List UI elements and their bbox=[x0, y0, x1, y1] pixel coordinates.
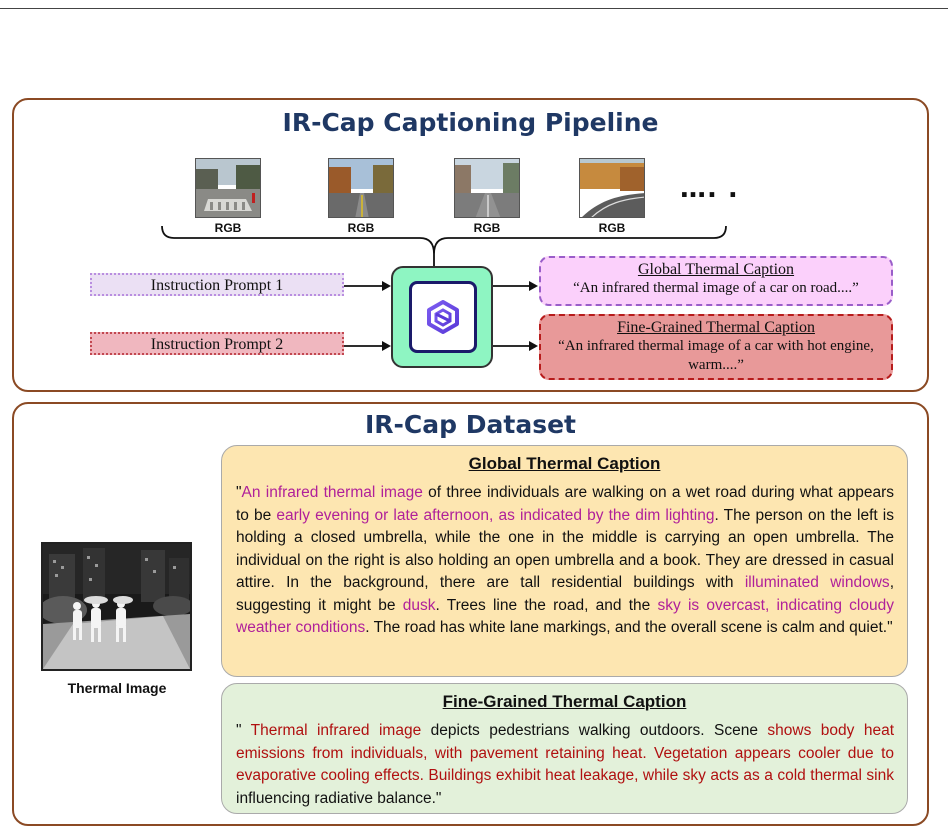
fine-caption-output-text: “An infrared thermal image of a car with… bbox=[558, 338, 874, 373]
caption-highlight: illuminated windows bbox=[744, 574, 890, 591]
caption-text-segment: , suggesting it might be bbox=[236, 574, 894, 614]
vlm-model-box bbox=[391, 266, 493, 368]
brace-to-model-line bbox=[433, 254, 435, 268]
fine-caption-output-title: Fine-Grained Thermal Caption bbox=[617, 319, 815, 336]
instruction-prompt-1: Instruction Prompt 1 bbox=[90, 273, 344, 296]
caption-text-segment: depicts pedestrians walking outdoors. Sc… bbox=[421, 722, 768, 739]
arrow-prompt2-to-model bbox=[344, 341, 391, 351]
caption-text-segment: . Trees line the road, and the bbox=[435, 596, 658, 614]
global-caption-title: Global Thermal Caption bbox=[468, 454, 661, 473]
rgb-label-2: RGB bbox=[347, 221, 375, 235]
thermal-image bbox=[41, 542, 192, 671]
rgb-label-1: RGB bbox=[214, 221, 242, 235]
global-caption-output-title: Global Thermal Caption bbox=[637, 261, 795, 278]
more-images-ellipsis: …. . bbox=[680, 174, 739, 204]
pipeline-panel: IR-Cap Captioning Pipeline RGB RGB bbox=[12, 98, 929, 392]
arrow-prompt1-to-model bbox=[344, 281, 391, 291]
dataset-title: IR-Cap Dataset bbox=[365, 410, 576, 439]
rgb-image-2 bbox=[328, 158, 394, 218]
qwen-logo-icon bbox=[427, 300, 459, 334]
instruction-prompt-2: Instruction Prompt 2 bbox=[90, 332, 344, 355]
global-caption-text: "An infrared thermal image of three indi… bbox=[222, 482, 907, 640]
caption-text-segment: influencing radiative balance." bbox=[236, 789, 442, 807]
caption-highlight: An infrared thermal image bbox=[241, 484, 423, 501]
caption-text-segment: . The road has white lane markings, and … bbox=[365, 619, 893, 636]
rgb-image-4 bbox=[579, 158, 645, 218]
rgb-label-4: RGB bbox=[598, 221, 626, 235]
caption-highlight: shows body heat emissions from individua… bbox=[236, 722, 894, 784]
caption-text-segment: " bbox=[236, 722, 251, 739]
global-caption-box: Global Thermal Caption "An infrared ther… bbox=[221, 445, 908, 677]
top-rule bbox=[0, 8, 948, 9]
arrow-model-to-global bbox=[493, 281, 538, 291]
pipeline-title: IR-Cap Captioning Pipeline bbox=[282, 108, 659, 137]
dataset-panel: IR-Cap Dataset bbox=[12, 402, 929, 826]
rgb-image-3 bbox=[454, 158, 520, 218]
caption-text-segment: . The person on the left is holding a cl… bbox=[236, 506, 894, 592]
caption-highlight: Thermal infrared image bbox=[250, 722, 422, 739]
caption-text-segment: " bbox=[236, 484, 242, 501]
caption-highlight: early evening or late afternoon, as indi… bbox=[276, 506, 715, 524]
rgb-label-3: RGB bbox=[473, 221, 501, 235]
fine-caption-title: Fine-Grained Thermal Caption bbox=[442, 692, 687, 711]
caption-highlight: dusk bbox=[402, 596, 436, 614]
model-inner-box bbox=[409, 281, 477, 353]
rgb-image-1 bbox=[195, 158, 261, 218]
thermal-image-label: Thermal Image bbox=[67, 680, 167, 696]
group-brace bbox=[161, 225, 727, 255]
fine-caption-text: " Thermal infrared image depicts pedestr… bbox=[222, 720, 907, 810]
fine-caption-box: Fine-Grained Thermal Caption " Thermal i… bbox=[221, 683, 908, 814]
caption-highlight: sky is overcast, indicating cloudy weath… bbox=[236, 596, 894, 637]
arrow-model-to-fine bbox=[493, 341, 538, 351]
fine-caption-output: Fine-Grained Thermal Caption “An infrare… bbox=[539, 314, 893, 380]
global-caption-output-text: “An infrared thermal image of a car on r… bbox=[573, 280, 859, 296]
global-caption-output: Global Thermal Caption “An infrared ther… bbox=[539, 256, 893, 306]
caption-text-segment: of three individuals are walking on a we… bbox=[236, 484, 894, 524]
